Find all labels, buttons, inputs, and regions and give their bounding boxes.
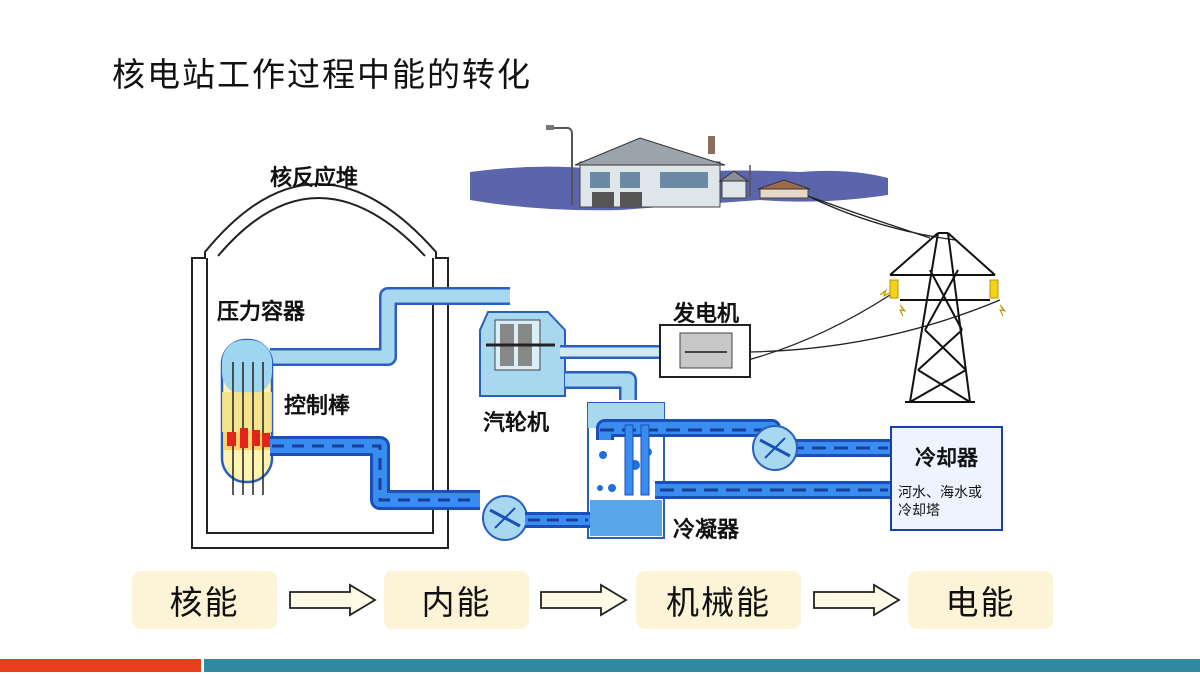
- primary-return-pipe: [270, 436, 480, 510]
- feed-pump: [482, 495, 528, 541]
- energy-step-mechanical: 机械能: [636, 571, 801, 629]
- street-lamp: [546, 125, 573, 205]
- generator: [659, 324, 751, 378]
- label-condenser: 冷凝器: [673, 518, 740, 543]
- label-generator: 发电机: [673, 302, 740, 327]
- exhaust-pipe: [565, 371, 637, 400]
- slide-title: 核电站工作过程中能的转化: [112, 55, 532, 94]
- label-reactor: 核反应堆: [270, 166, 359, 191]
- turbine: [479, 311, 566, 397]
- cooler-box: 冷却器 河水、海水或 冷却塔: [890, 426, 1003, 531]
- label-cooler: 冷却器: [915, 446, 978, 470]
- energy-step-electric: 电能: [908, 571, 1053, 629]
- energy-arrow-1: [289, 583, 377, 617]
- small-house-2: [757, 179, 811, 199]
- cooling-pump: [752, 425, 798, 471]
- pressure-vessel: [220, 338, 274, 495]
- transmission-tower: [889, 232, 996, 403]
- energy-step-internal: 内能: [384, 571, 529, 629]
- main-house: [574, 136, 726, 208]
- steam-pipe: [270, 287, 510, 366]
- energy-step-nuclear: 核能: [132, 571, 277, 629]
- cooling-loop: [596, 419, 890, 499]
- label-pressure-vessel: 压力容器: [217, 300, 306, 325]
- footer-bar-red: [0, 659, 201, 672]
- label-cooler-sub: 河水、海水或 冷却塔: [898, 484, 1002, 520]
- label-turbine: 汽轮机: [483, 411, 550, 436]
- energy-arrow-2: [540, 583, 628, 617]
- energy-arrow-3: [813, 583, 901, 617]
- label-control-rod: 控制棒: [284, 394, 351, 419]
- footer-bar-teal: [204, 659, 1200, 672]
- label-cooler-sub-1: 河水、海水或: [898, 485, 982, 501]
- small-house-1: [718, 170, 750, 199]
- fuel-hotspots: [227, 428, 270, 448]
- label-cooler-sub-2: 冷却塔: [898, 503, 940, 519]
- insulator-sparks: [879, 279, 1007, 317]
